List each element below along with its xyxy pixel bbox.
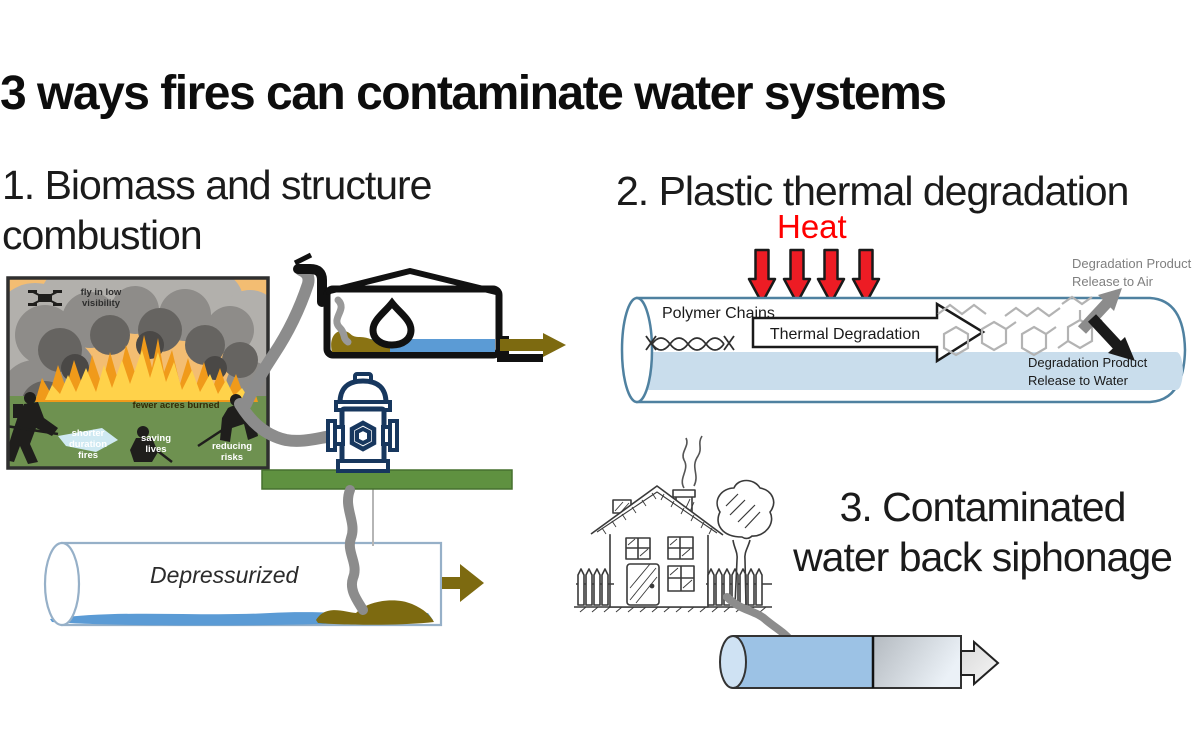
pipe3-water-section: [733, 636, 873, 688]
water-droplet-icon: [369, 297, 415, 349]
section2-heading: 2. Plastic thermal degradation: [616, 168, 1129, 214]
fire-label-risks-2: risks: [221, 452, 243, 463]
section1-heading-line2: combustion: [2, 212, 203, 258]
house-roof: [590, 485, 724, 536]
heat-arrow-2: [782, 248, 812, 305]
fire-label-duration-3: fires: [78, 450, 98, 461]
heat-arrow-3: [816, 248, 846, 305]
pipe1-label: Depressurized: [150, 562, 299, 588]
pipe1-contamination-blob: [316, 600, 434, 625]
water-tank: [293, 252, 566, 362]
pipe2-water-band: [648, 352, 1183, 390]
siphonage-pipe: [719, 635, 1000, 689]
tank-body: [323, 285, 503, 359]
heat-arrow-4: [851, 248, 881, 305]
firefighter-silhouette: [8, 392, 59, 464]
water-spray: [58, 428, 118, 452]
fire-hydrant: [326, 372, 399, 473]
fire-label-duration-2: duration: [69, 439, 107, 450]
hydrant-right-cap: [388, 419, 399, 452]
tank-outlet-horizontal: [497, 354, 543, 362]
hydrant-hex-inner: [355, 426, 371, 446]
section3-heading-line2: water back siphonage: [793, 534, 1173, 580]
pipe3-contaminated-section: [873, 636, 961, 688]
release-air-label-2: Release to Air: [1072, 274, 1154, 289]
tank-roof: [325, 268, 501, 296]
release-air-label-1: Degradation Product: [1072, 256, 1192, 271]
kneeling-figure-silhouette: [130, 426, 173, 463]
depressurized-pipe: Depressurized: [43, 541, 484, 627]
chimney-smoke-1: [681, 437, 688, 489]
hydrant-base: [336, 459, 390, 473]
chimney-smoke-2: [693, 435, 703, 487]
release-water-label-2: Release to Water: [1028, 373, 1129, 388]
pipe3-end-cap: [719, 635, 747, 689]
polymer-chains-squiggle: [645, 335, 735, 351]
section1-heading: 1. Biomass and structure combustion: [2, 160, 432, 260]
page-title: 3 ways fires can contaminate water syste…: [0, 67, 947, 120]
house-sketch: [574, 435, 775, 613]
degradation-molecules: [937, 295, 1103, 357]
house-door: [626, 563, 660, 606]
section3-heading: 3. Contaminated water back siphonage: [770, 482, 1195, 582]
smoke-plume-to-hydrant: [234, 398, 338, 447]
tank-inner-smoke: [333, 296, 352, 346]
fire-label-lives-1: saving: [141, 433, 171, 444]
pipe2-end-cap: [620, 296, 654, 404]
section3-heading-line1: 3. Contaminated: [839, 484, 1127, 530]
pipe1-outflow-arrow: [442, 564, 484, 602]
thermal-degradation-arrow: [751, 301, 986, 364]
wildfire-illustration: fly in low visibility fewer acres burned…: [6, 276, 270, 470]
drone-icon: [28, 290, 62, 306]
heat-arrow-1: [747, 248, 777, 305]
smoke-plume-hydrant-to-pipe: [343, 485, 368, 615]
flames-inner: [45, 350, 250, 400]
pipe1-end-cap: [43, 541, 81, 627]
house-chimney-cap: [672, 489, 696, 498]
picket-fence-right: [707, 568, 763, 606]
heat-label: Heat: [777, 208, 847, 245]
house-window-upper-right: [667, 536, 694, 560]
hydrant-dome: [337, 378, 389, 406]
polymer-chains-label: Polymer Chains: [662, 305, 775, 322]
tank-vent-pipe: [293, 264, 327, 307]
picket-fence-left: [577, 568, 609, 606]
polymer-pipe: Polymer Chains Thermal Degradation: [620, 256, 1192, 404]
fire-label-drone-2: visibility: [82, 298, 121, 309]
tank-vent-spout: [293, 252, 313, 266]
fire-label-duration-1: shorter: [72, 428, 105, 439]
heat-arrows: [747, 248, 881, 305]
release-to-water-arrow: [1087, 314, 1135, 361]
house-window-lower: [667, 565, 695, 592]
smoke-plume-to-tank: [240, 264, 315, 410]
section1-heading-line1: 1. Biomass and structure: [2, 162, 432, 208]
release-water-label-1: Degradation Product: [1028, 355, 1148, 370]
fire-label-risks-1: reducing: [212, 441, 252, 452]
tank-outflow-arrow: [500, 333, 566, 357]
fire-label-acres: fewer acres burned: [132, 400, 219, 411]
pipe3-outflow-arrow: [960, 639, 1000, 687]
fire-label-drone-1: fly in low: [81, 287, 122, 298]
house-roof-hatch: [601, 492, 713, 535]
hydrant-left-cap: [326, 419, 337, 452]
thermal-degradation-label: Thermal Degradation: [770, 326, 920, 343]
house-window-upper-left: [625, 537, 651, 560]
fire-label-lives-2: lives: [145, 444, 166, 455]
tree: [716, 479, 775, 606]
smoke-plume-house-to-pipe: [723, 593, 795, 645]
